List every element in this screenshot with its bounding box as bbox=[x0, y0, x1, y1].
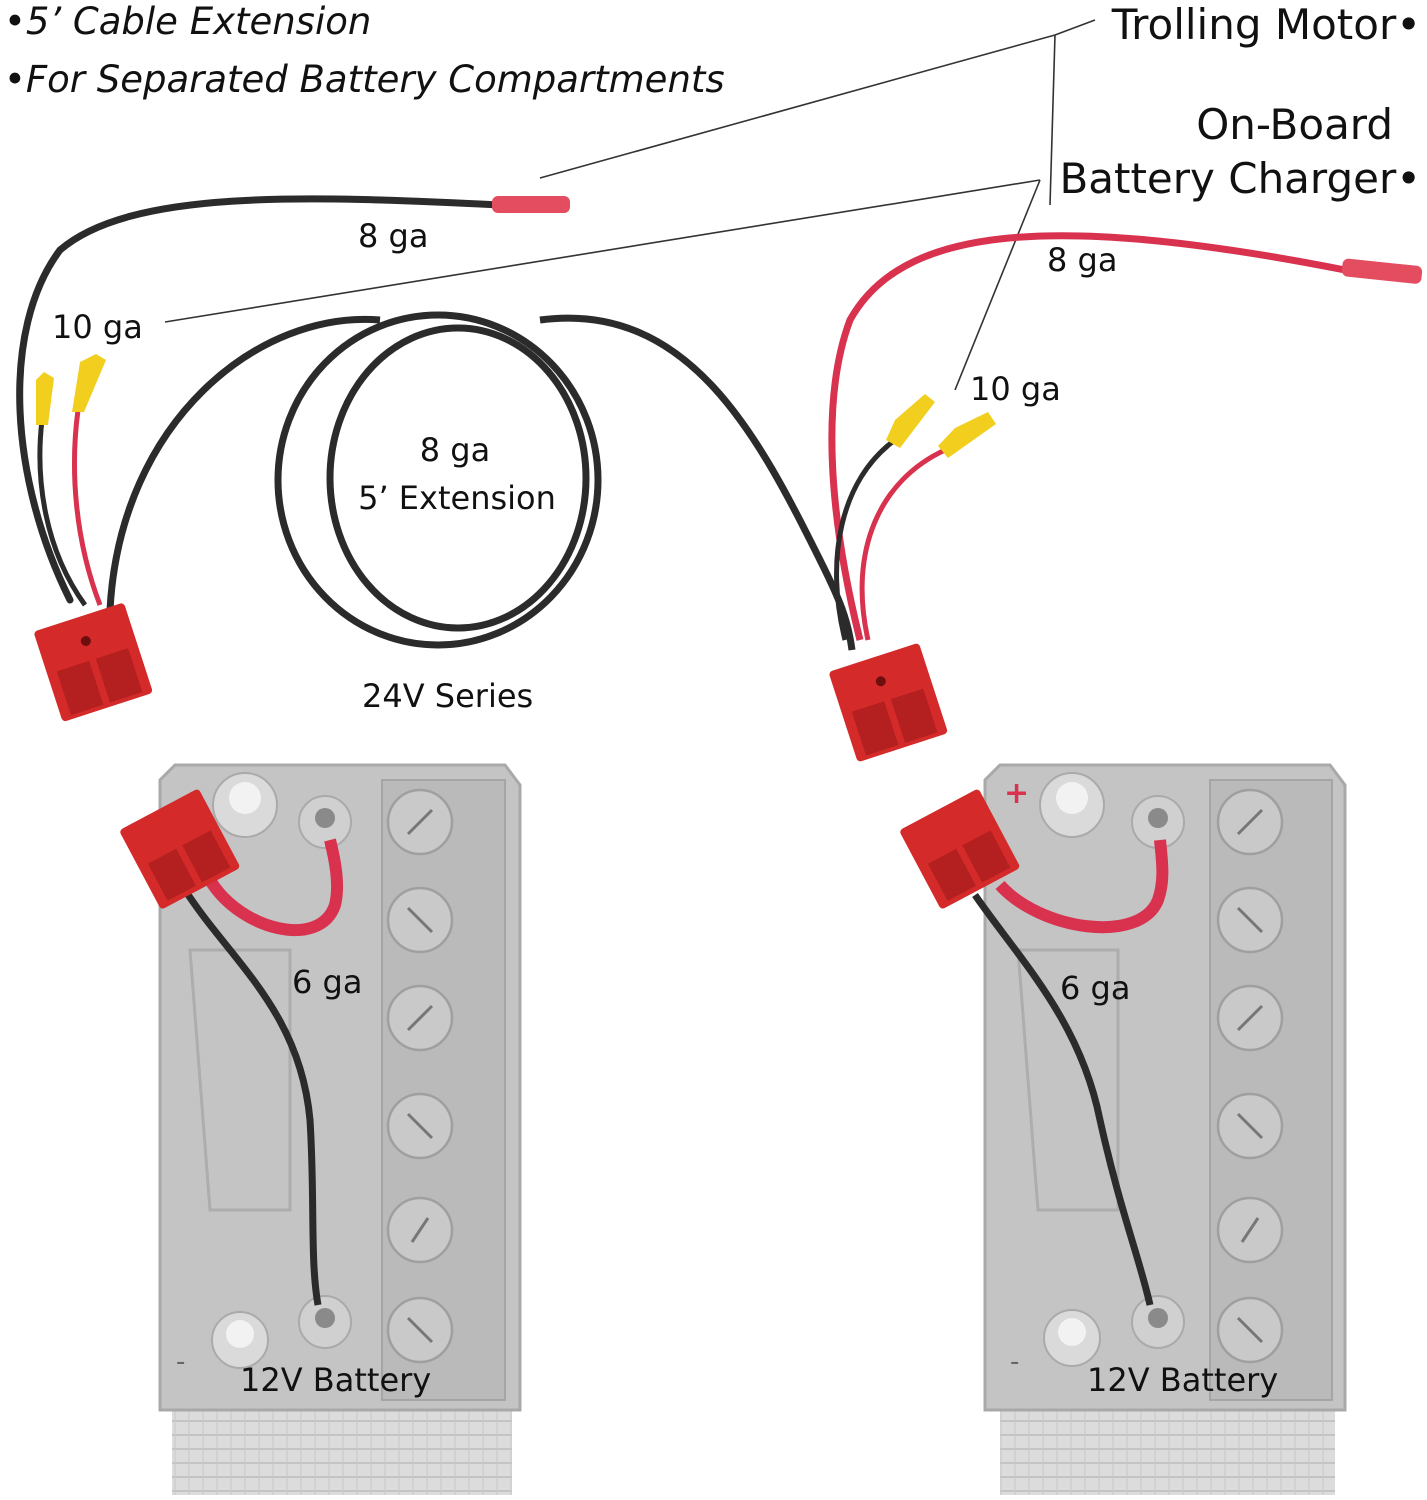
bullet: • bbox=[4, 0, 26, 43]
left-battery-minus-mark: - bbox=[176, 1347, 185, 1377]
right-battery-handle-rail bbox=[1016, 948, 1120, 1212]
right-battery: + - bbox=[900, 763, 1347, 1495]
coil-run-to-right bbox=[539, 314, 856, 651]
right-10ga-red-terminal bbox=[938, 412, 996, 458]
left-10ga-red-terminal bbox=[72, 354, 106, 412]
label-coil-gauge: 8 ga bbox=[419, 431, 491, 469]
bullet: • bbox=[1396, 0, 1421, 49]
coil-loop-outer bbox=[274, 311, 602, 649]
leader-charger-left bbox=[164, 179, 1041, 323]
left-10ga-black-terminal bbox=[36, 372, 54, 425]
right-8ga-terminal bbox=[1341, 258, 1423, 284]
leader-charger-right bbox=[954, 179, 1041, 391]
right-battery-plus-mark: + bbox=[1004, 776, 1029, 811]
right-8ga-red-lead bbox=[828, 232, 1346, 641]
label-right-8ga: 8 ga bbox=[1047, 241, 1118, 279]
left-8ga-lead bbox=[16, 195, 504, 604]
feature-line-2: •For Separated Battery Compartments bbox=[4, 58, 725, 102]
callout-text: On-Board bbox=[1196, 100, 1393, 149]
right-anderson-connector bbox=[829, 643, 948, 762]
label-left-battery: 12V Battery bbox=[240, 1361, 432, 1399]
left-battery-vent-base bbox=[172, 1395, 512, 1495]
left-battery-posts bbox=[211, 772, 352, 1369]
right-harness bbox=[828, 232, 1423, 762]
callout-charger-line-2: Battery Charger• bbox=[1059, 154, 1421, 204]
right-jumper-black bbox=[972, 893, 1154, 1306]
left-jumper-red bbox=[204, 838, 344, 936]
callout-trolling-motor: Trolling Motor• bbox=[1112, 0, 1421, 50]
label-right-battery: 12V Battery bbox=[1087, 1361, 1279, 1399]
leader-lines bbox=[164, 19, 1096, 391]
left-jumper-black bbox=[182, 888, 322, 1306]
label-right-jumper-6ga: 6 ga bbox=[1060, 969, 1131, 1007]
left-10ga-black bbox=[37, 419, 88, 607]
label-coil-name: 5’ Extension bbox=[358, 479, 556, 517]
right-10ga-red bbox=[859, 447, 947, 641]
label-left-8ga: 8 ga bbox=[358, 217, 429, 255]
label-24v-series: 24V Series bbox=[362, 677, 534, 715]
label-left-jumper-6ga: 6 ga bbox=[292, 963, 363, 1001]
bullet: • bbox=[4, 58, 26, 101]
label-right-10ga: 10 ga bbox=[970, 370, 1061, 408]
callout-text: Trolling Motor bbox=[1111, 0, 1397, 49]
coil-loop-inner bbox=[326, 324, 590, 632]
left-extension-lead bbox=[106, 315, 381, 611]
left-battery-cap-slots bbox=[406, 808, 434, 1344]
leader-trolling-to-top-lead bbox=[1054, 19, 1096, 36]
right-battery-anderson bbox=[900, 789, 1020, 909]
right-10ga-black-terminal bbox=[886, 394, 935, 448]
bullet: • bbox=[1396, 154, 1421, 203]
right-battery-cap-slots bbox=[1236, 808, 1264, 1344]
left-anderson-connector bbox=[34, 603, 153, 722]
left-harness bbox=[16, 195, 570, 722]
left-10ga-red bbox=[72, 409, 103, 606]
callout-charger-line-1: On-Board bbox=[1196, 100, 1393, 150]
right-battery-vent-base bbox=[1000, 1395, 1335, 1495]
right-battery-posts bbox=[1039, 772, 1185, 1367]
feature-line-1: •5’ Cable Extension bbox=[4, 0, 371, 44]
leader-trolling-main bbox=[539, 34, 1056, 179]
left-battery-handle-rail bbox=[188, 948, 292, 1212]
right-10ga-black bbox=[834, 437, 897, 641]
left-battery-anderson bbox=[120, 789, 240, 909]
callout-text: Battery Charger bbox=[1059, 154, 1397, 203]
right-jumper-red bbox=[995, 839, 1169, 934]
right-battery-minus-mark: - bbox=[1010, 1347, 1019, 1377]
left-8ga-terminal bbox=[492, 196, 570, 213]
coiled-extension bbox=[274, 311, 856, 651]
label-left-10ga: 10 ga bbox=[52, 308, 143, 346]
feature-text: 5’ Cable Extension bbox=[25, 0, 372, 43]
left-battery: - bbox=[120, 763, 522, 1495]
leader-trolling-drop bbox=[1049, 34, 1056, 206]
feature-text: For Separated Battery Compartments bbox=[25, 58, 725, 101]
